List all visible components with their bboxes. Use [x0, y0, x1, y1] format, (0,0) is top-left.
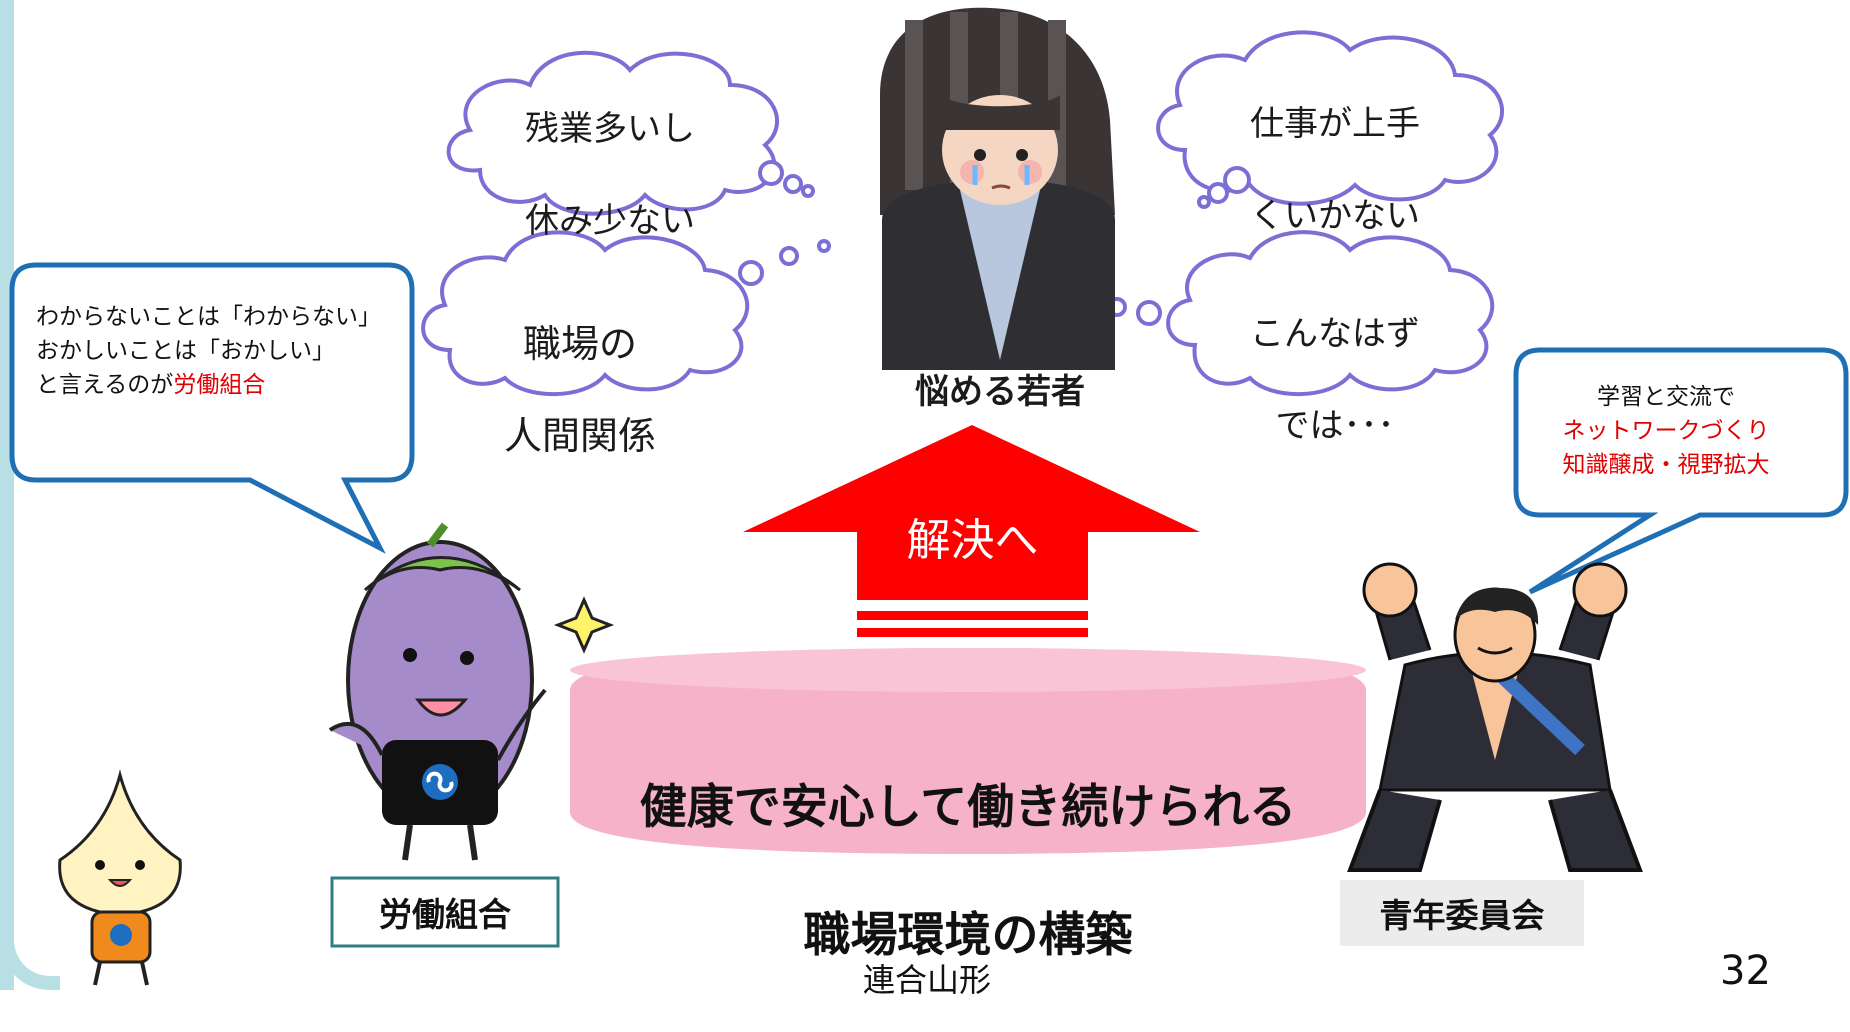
union-logo-icon	[422, 764, 458, 800]
youth-callout-line1: 学習と交流で	[1597, 384, 1735, 410]
onion-mascot-illustration	[58, 769, 182, 986]
union-callout-line2: おかしいことは「おかしい」	[36, 338, 335, 364]
cloud-work	[1156, 30, 1504, 206]
cloud-expect	[1166, 230, 1495, 397]
union-callout-line3: と言えるのが労働組合	[36, 368, 376, 402]
sparkle-icon	[553, 596, 615, 654]
cloud-work-line1: 仕事が上手	[1250, 104, 1420, 144]
union-callout-prefix: と言えるのが	[36, 372, 174, 398]
cloud-relations-line2: 人間関係	[503, 414, 656, 458]
goal-line1: 健康で安心して働き続けられる	[639, 780, 1297, 835]
cloud-overtime-line2: 休み少ない	[525, 201, 695, 241]
goal-line2: 職場環境の構築	[803, 908, 1133, 963]
arrow-label: 解決へ	[906, 515, 1039, 566]
resolution-arrow	[743, 425, 1200, 637]
cloud-relations-line1: 職場の	[522, 322, 637, 366]
youth-committee-illustration	[1347, 562, 1643, 872]
cloud-relations	[421, 230, 750, 397]
footer-organization: 連合山形	[863, 961, 992, 999]
youth-callout-text: 学習と交流で ネットワークづくり 知識醸成・視野拡大	[1518, 380, 1814, 482]
union-mascot-illustration	[328, 522, 547, 861]
cloud-overtime-line1: 残業多いし	[525, 109, 695, 149]
cloud-relations-text: 職場の 人間関係	[470, 275, 690, 505]
worker-label: 悩める若者	[915, 372, 1085, 412]
goal-text: 健康で安心して働き続けられる 職場環境の構築	[570, 712, 1366, 1032]
cloud-overtime	[446, 50, 779, 216]
union-label: 労働組合	[379, 895, 511, 934]
youth-label-frame	[1340, 880, 1584, 946]
thought-clouds	[421, 30, 1504, 397]
cloud-overtime-text: 残業多いし 休み少ない	[500, 60, 720, 290]
union-callout-line1: わからないことは「わからない」	[36, 304, 381, 330]
youth-callout-line3: 知識醸成・視野拡大	[1562, 452, 1770, 478]
page-number: 32	[1720, 948, 1771, 994]
cloud-expect-text: こんなはず では･･･	[1225, 265, 1445, 495]
cloud-expect-line2: では･･･	[1275, 406, 1395, 446]
callout-youth	[1513, 347, 1849, 595]
union-label-frame	[330, 876, 560, 948]
goal-base	[570, 648, 1366, 854]
union-callout-highlight: 労働組合	[173, 372, 266, 398]
callout-union	[9, 262, 415, 554]
youth-committee-label: 青年委員会	[1379, 896, 1545, 935]
union-callout-text: わからないことは「わからない」 おかしいことは「おかしい」 と言えるのが労働組合	[36, 300, 381, 402]
worried-worker-illustration	[880, 7, 1115, 370]
slide-frame-left	[0, 0, 14, 990]
cloud-work-text: 仕事が上手 くいかない	[1225, 55, 1445, 285]
cloud-expect-line1: こんなはず	[1250, 314, 1420, 354]
youth-callout-line2: ネットワークづくり	[1562, 418, 1770, 444]
diagram-art	[9, 7, 1849, 986]
cloud-work-line2: くいかない	[1250, 196, 1420, 236]
